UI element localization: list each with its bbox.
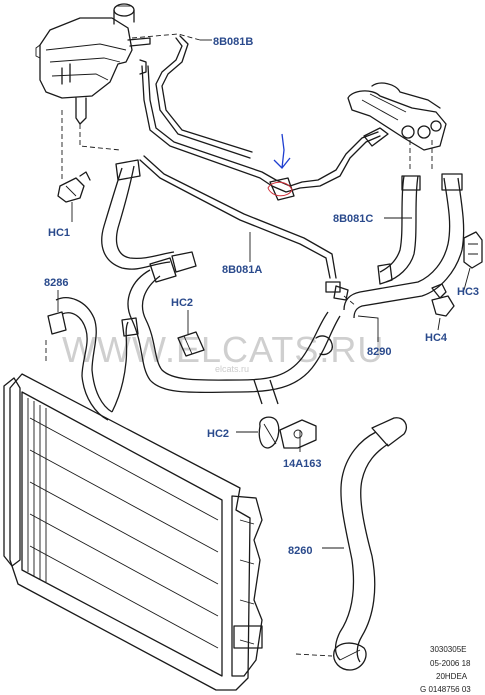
label-hc2-upper: HC2: [171, 297, 193, 309]
annotation-arrow-icon: [273, 133, 291, 169]
dash-tank-hose: [79, 124, 121, 151]
hose-clamp-hc2-lower: [258, 416, 280, 449]
footer-code-2: 05-2006 18: [430, 659, 471, 668]
bracket-14a163: [279, 419, 317, 449]
heater-hose-left: [377, 175, 421, 285]
annotation-circle-icon: [267, 181, 293, 197]
bleed-pipe-lower: [139, 155, 341, 293]
hose-connector-hc1: [57, 171, 91, 203]
radiator: [3, 373, 263, 691]
label-8290: 8290: [367, 346, 391, 358]
hose-clamp-hc4: [431, 283, 455, 317]
label-8b081b: 8B081B: [213, 36, 253, 48]
heater-hose-right: [343, 173, 465, 319]
footer-code-3: 20HDEA: [436, 672, 468, 681]
dash-8290-fitting: [343, 295, 357, 307]
label-14a163: 14A163: [283, 458, 322, 470]
radiator-hose-8260: [333, 417, 408, 671]
label-8b081c: 8B081C: [333, 213, 373, 225]
expansion-tank: [35, 3, 151, 125]
label-8b081a: 8B081A: [222, 264, 262, 276]
dash-8260: [295, 653, 333, 657]
label-hc4: HC4: [425, 332, 448, 344]
label-hc2-lower: HC2: [207, 428, 229, 440]
label-hc3: HC3: [457, 286, 479, 298]
thermostat-fitting: [269, 127, 389, 201]
label-8286: 8286: [44, 277, 68, 289]
footer-code-1: 3030305E: [430, 645, 466, 654]
leader-lines: [57, 39, 471, 549]
watermark-small: elcats.ru: [215, 364, 249, 374]
radiator-hose-8286: [47, 297, 139, 421]
label-hc1: HC1: [48, 227, 70, 239]
coolant-hose-8290: [101, 159, 349, 405]
footer-code-4: G 0148756 03: [420, 685, 471, 694]
hose-clamp-hc2-upper: [177, 331, 205, 357]
label-8260: 8260: [288, 545, 312, 557]
bleed-pipe-upper: [141, 35, 381, 193]
hose-clamp-hc3: [463, 231, 483, 269]
heater-outlet-manifold: [347, 82, 447, 151]
